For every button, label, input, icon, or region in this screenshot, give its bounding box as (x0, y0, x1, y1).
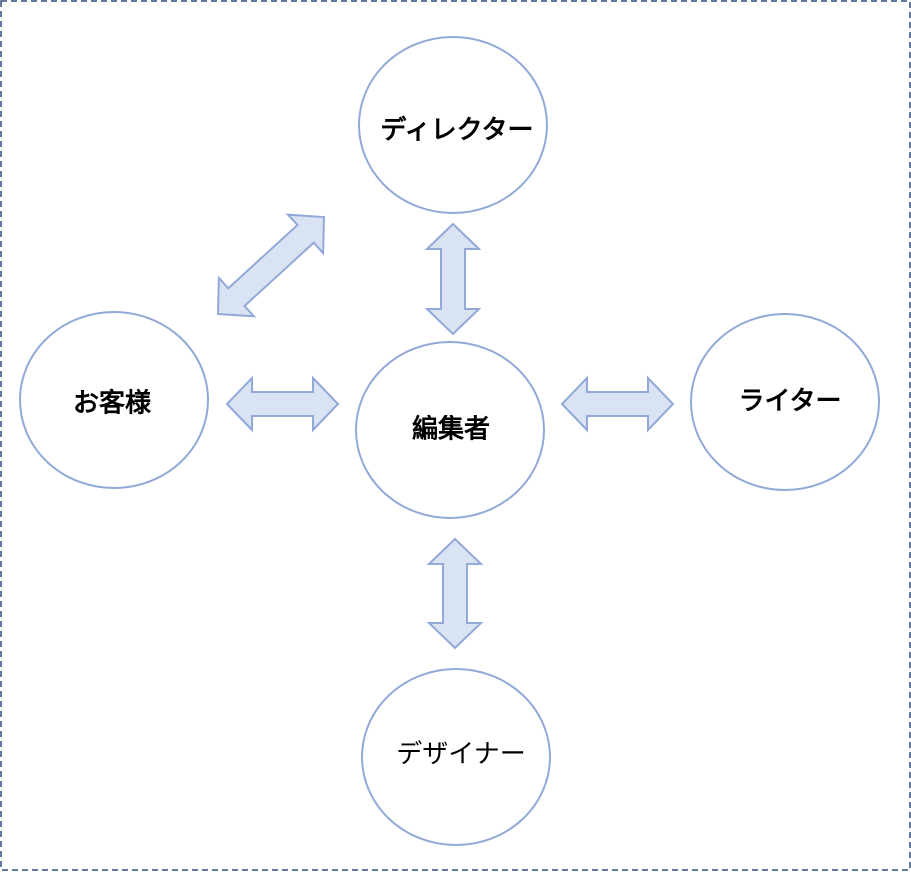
node-customer: お客様 (19, 311, 209, 489)
arrow-customer-director (216, 213, 326, 318)
arrow-editor-designer (426, 537, 484, 650)
node-customer-circle (19, 311, 209, 489)
node-writer-circle (690, 313, 880, 491)
node-director-circle (358, 36, 548, 214)
node-editor: 編集者 (355, 341, 545, 519)
arrow-customer-editor (225, 375, 340, 433)
node-editor-circle (355, 341, 545, 519)
node-editor-label: 編集者 (412, 414, 490, 445)
node-writer-label: ライター (739, 387, 842, 417)
arrows-layer (216, 213, 675, 650)
node-director-label: ディレクター (380, 115, 533, 146)
node-director: ディレクター (358, 36, 548, 214)
node-writer: ライター (690, 313, 880, 491)
node-customer-label: お客様 (73, 388, 152, 419)
node-designer: デザイナー (361, 668, 551, 846)
arrow-editor-writer (560, 375, 675, 433)
node-designer-circle (361, 668, 551, 846)
node-designer-label: デザイナー (396, 740, 525, 770)
arrow-director-editor (424, 222, 482, 336)
